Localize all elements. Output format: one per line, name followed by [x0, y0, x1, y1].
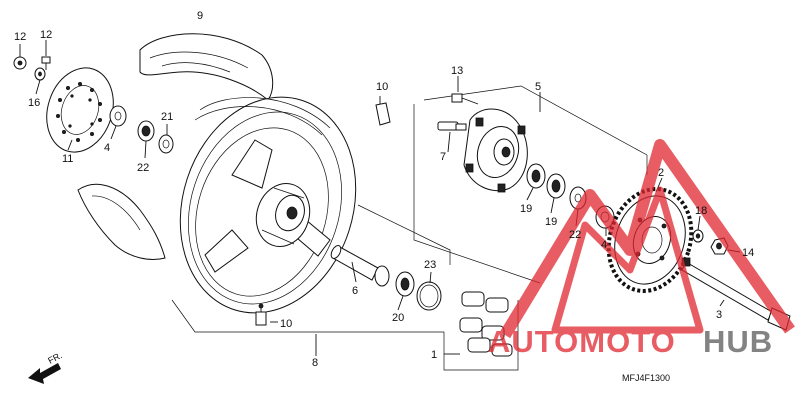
axle-spacer — [330, 245, 390, 287]
watermark-logo: AUTOMOTO HUB — [488, 139, 795, 359]
callout-6: 6 — [352, 285, 358, 297]
callout-22-right: 22 — [569, 229, 581, 241]
disc-hardware — [13, 56, 51, 81]
callout-15: 14 — [742, 247, 754, 259]
callout-16: 12 — [14, 31, 26, 43]
tire — [77, 33, 274, 260]
callout-21: 21 — [161, 111, 173, 123]
callout-2: 2 — [658, 167, 664, 179]
brake-disc — [46, 67, 114, 153]
clip — [375, 102, 391, 126]
callout-10: 9 — [197, 10, 203, 22]
left-bearings — [109, 105, 174, 154]
callout-labels: 9 12 12 16 11 4 22 21 10 13 5 7 19 19 22… — [14, 10, 754, 369]
callout-1: 1 — [431, 349, 437, 361]
callout-14: 13 — [451, 65, 463, 77]
callout-19-b: 19 — [545, 216, 557, 228]
watermark-text-gray: HUB — [703, 324, 773, 359]
callout-18: 18 — [695, 205, 707, 217]
valve-bolt — [255, 303, 267, 326]
callout-7: 7 — [440, 151, 446, 163]
callout-23: 23 — [424, 259, 436, 271]
right-bearings — [526, 163, 587, 210]
callout-3: 3 — [716, 309, 722, 321]
forward-label: FR. — [46, 350, 63, 366]
callout-9: 10 — [376, 81, 388, 93]
sprocket-flange — [437, 93, 528, 193]
callout-8: 8 — [312, 357, 318, 369]
callout-13: 12 — [40, 29, 52, 41]
callout-20: 20 — [392, 312, 404, 324]
callout-11: 10 — [280, 318, 292, 330]
callout-22-left: 22 — [137, 162, 149, 174]
diagram-code: MFJ4F1300 — [622, 373, 670, 383]
damper-rubbers — [459, 291, 513, 357]
wheel-rim — [179, 96, 357, 314]
callout-17: 16 — [28, 97, 40, 109]
forward-arrow: FR. — [28, 350, 64, 384]
bearing-and-ring — [395, 271, 442, 311]
callout-19-a: 19 — [520, 203, 532, 215]
callout-12: 11 — [62, 153, 73, 165]
watermark-text-red: AUTOMOTO — [488, 324, 676, 359]
callout-5: 5 — [535, 81, 541, 93]
callout-4-left: 4 — [104, 142, 110, 154]
callout-4-right: 4 — [601, 239, 607, 251]
